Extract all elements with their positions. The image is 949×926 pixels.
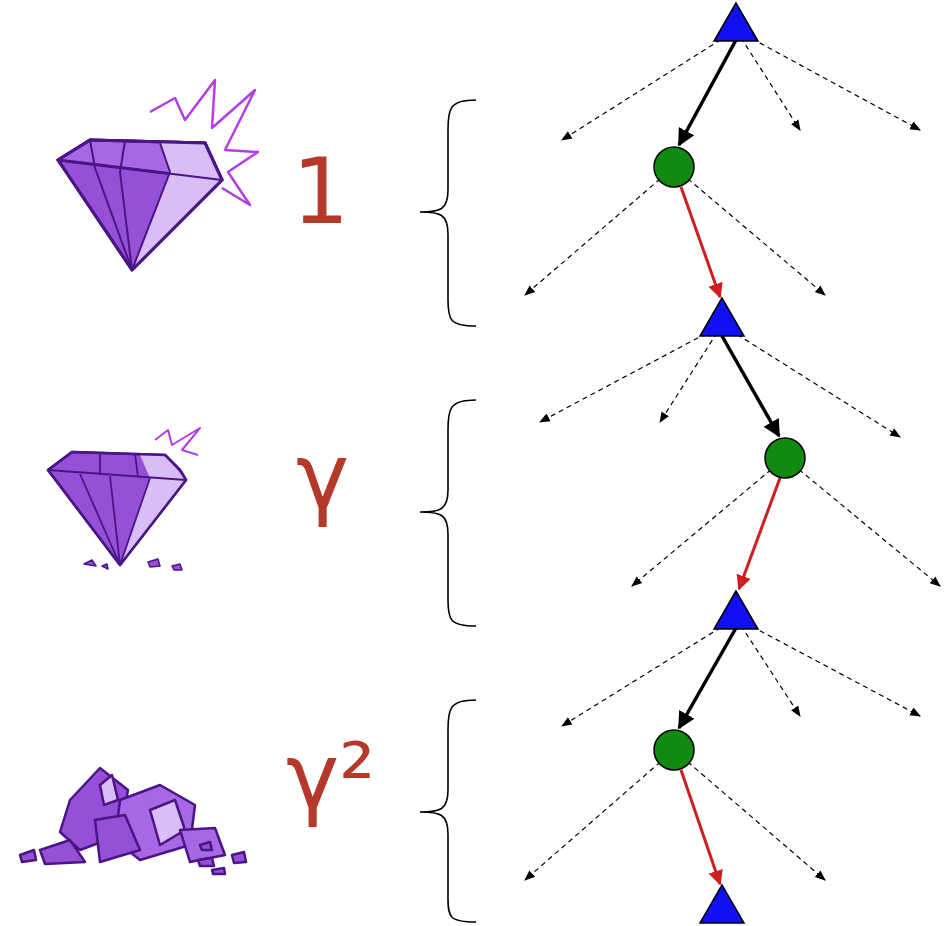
curly-brace [420, 100, 476, 922]
chosen-action [679, 40, 779, 728]
other-action [525, 30, 940, 880]
gem-rubble [20, 768, 246, 874]
transition [681, 187, 780, 884]
state-triangle [700, 3, 758, 923]
gem-chipped [48, 428, 200, 570]
discount-factor: γ [296, 432, 349, 522]
discount-factor: γ² [286, 732, 375, 822]
discount-factor: 1 [292, 147, 349, 237]
gem-whole [58, 80, 258, 270]
chance-node [654, 147, 805, 770]
